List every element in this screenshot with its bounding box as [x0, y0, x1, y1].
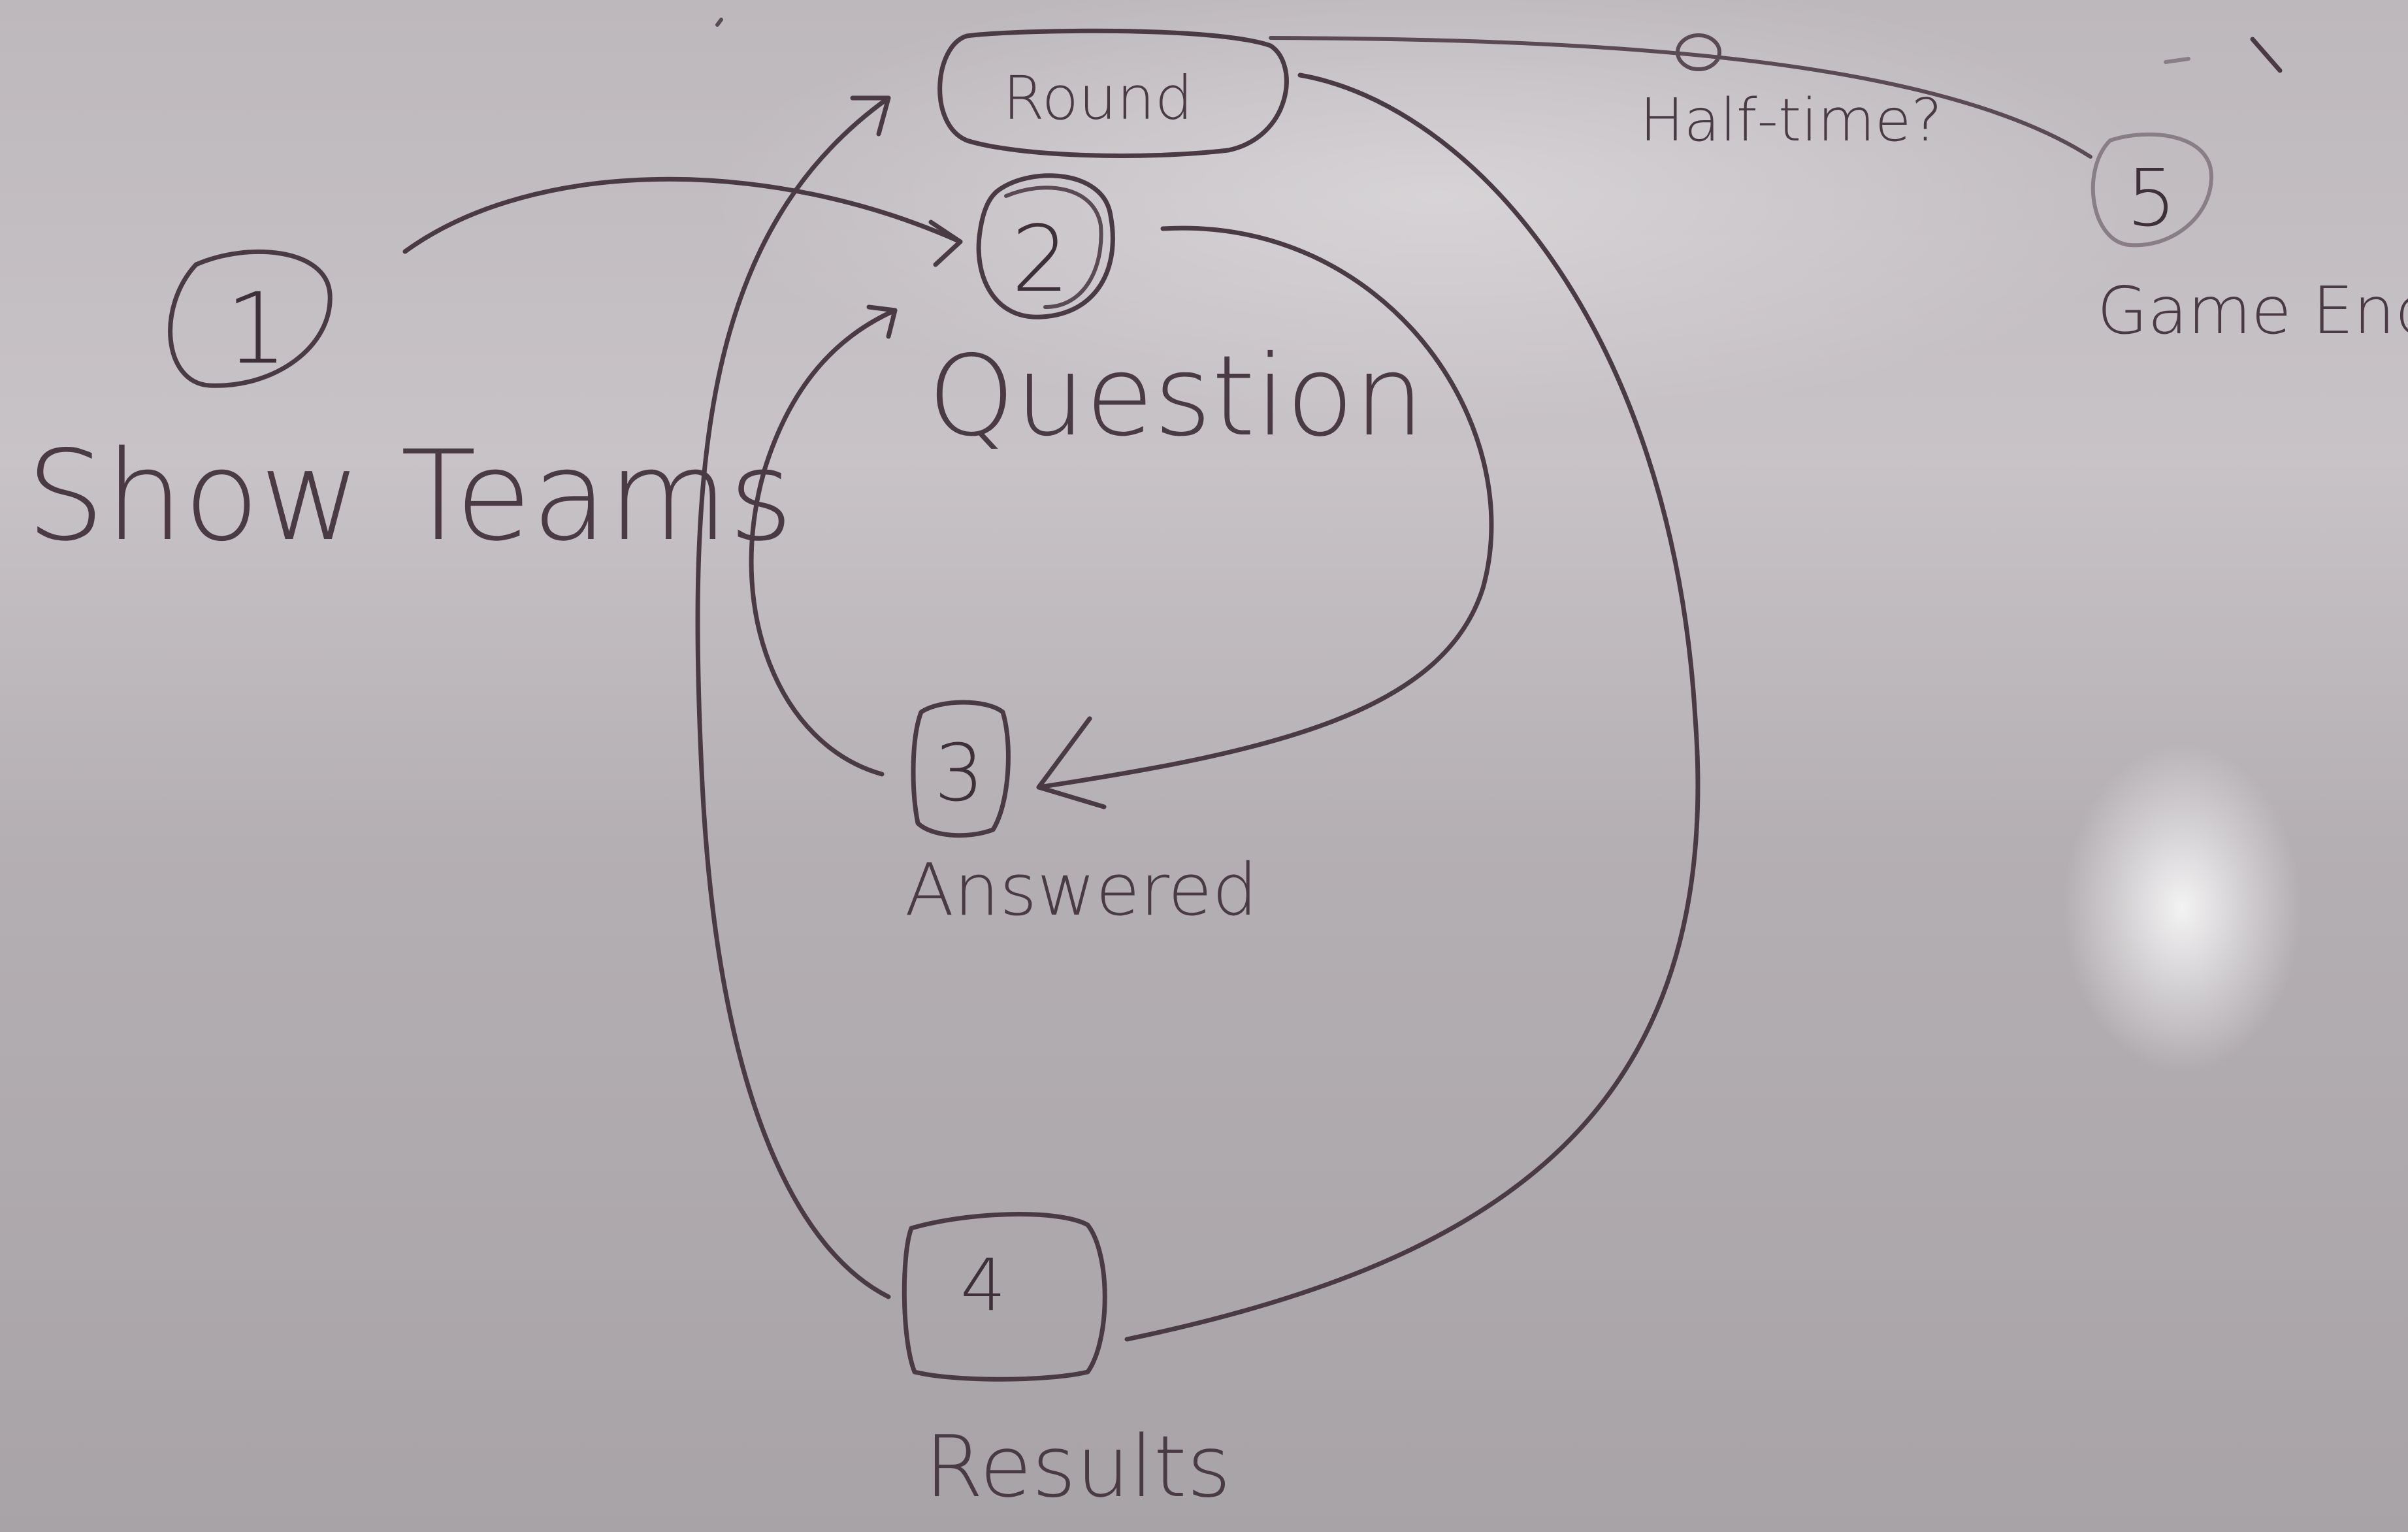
board-specks: [715, 18, 2283, 73]
edge-answered-to-question-arrowhead: [866, 304, 898, 339]
node-show-teams-number: 1: [225, 272, 287, 386]
node-round-label: Round: [1003, 63, 1193, 133]
node-answered-box: [911, 700, 1011, 838]
board-speck: [2250, 37, 2283, 73]
edge-show-teams-to-question-arrowhead: [928, 220, 963, 267]
diagram-nodes: Round 1 Show Teams 2 Question 3 Answered…: [26, 28, 2408, 1516]
edge-answered-to-question: [749, 308, 898, 777]
edge-round-to-game-end: [1269, 36, 2092, 159]
node-results-box: [902, 1212, 1107, 1382]
edge-results-to-round: [695, 95, 891, 1299]
node-answered-number: 3: [934, 728, 984, 819]
node-results-label: Results: [924, 1417, 1231, 1516]
node-game-end: 5 Game End: [2091, 132, 2408, 349]
node-question-circle-inner: [1004, 186, 1103, 309]
node-answered: 3 Answered: [905, 700, 1258, 932]
node-game-end-number: 5: [2126, 154, 2176, 244]
node-results-number: 4: [960, 1243, 1006, 1327]
edge-round-to-results: [1124, 73, 1700, 1342]
node-game-end-circle: [2091, 132, 2213, 248]
node-round-ellipse: [937, 28, 1289, 158]
node-question-number: 2: [1011, 206, 1069, 313]
node-answered-label: Answered: [905, 848, 1258, 932]
edge-half-time-label: Half-time?: [1640, 86, 1942, 155]
edge-show-teams-to-question: [402, 176, 963, 254]
edge-half-time-marker: [1676, 33, 1721, 71]
node-question: 2 Question: [928, 173, 1424, 461]
node-question-circle: [976, 173, 1115, 319]
node-show-teams-circle: [168, 249, 333, 388]
board-speck: [715, 18, 723, 27]
node-round: Round: [937, 28, 1289, 158]
node-question-label: Question: [928, 332, 1424, 461]
edge-question-to-answered-arrowhead: [1036, 716, 1107, 809]
node-game-end-label: Game End: [2097, 272, 2408, 349]
edge-question-to-answered: [1036, 225, 1494, 790]
board-speck: [2164, 57, 2190, 64]
edge-results-to-round-arrowhead: [850, 95, 891, 137]
node-show-teams-label: Show Teams: [26, 424, 793, 568]
node-results: 4 Results: [902, 1212, 1231, 1516]
diagram-edges: [402, 33, 2092, 1342]
node-show-teams: 1 Show Teams: [26, 249, 793, 568]
